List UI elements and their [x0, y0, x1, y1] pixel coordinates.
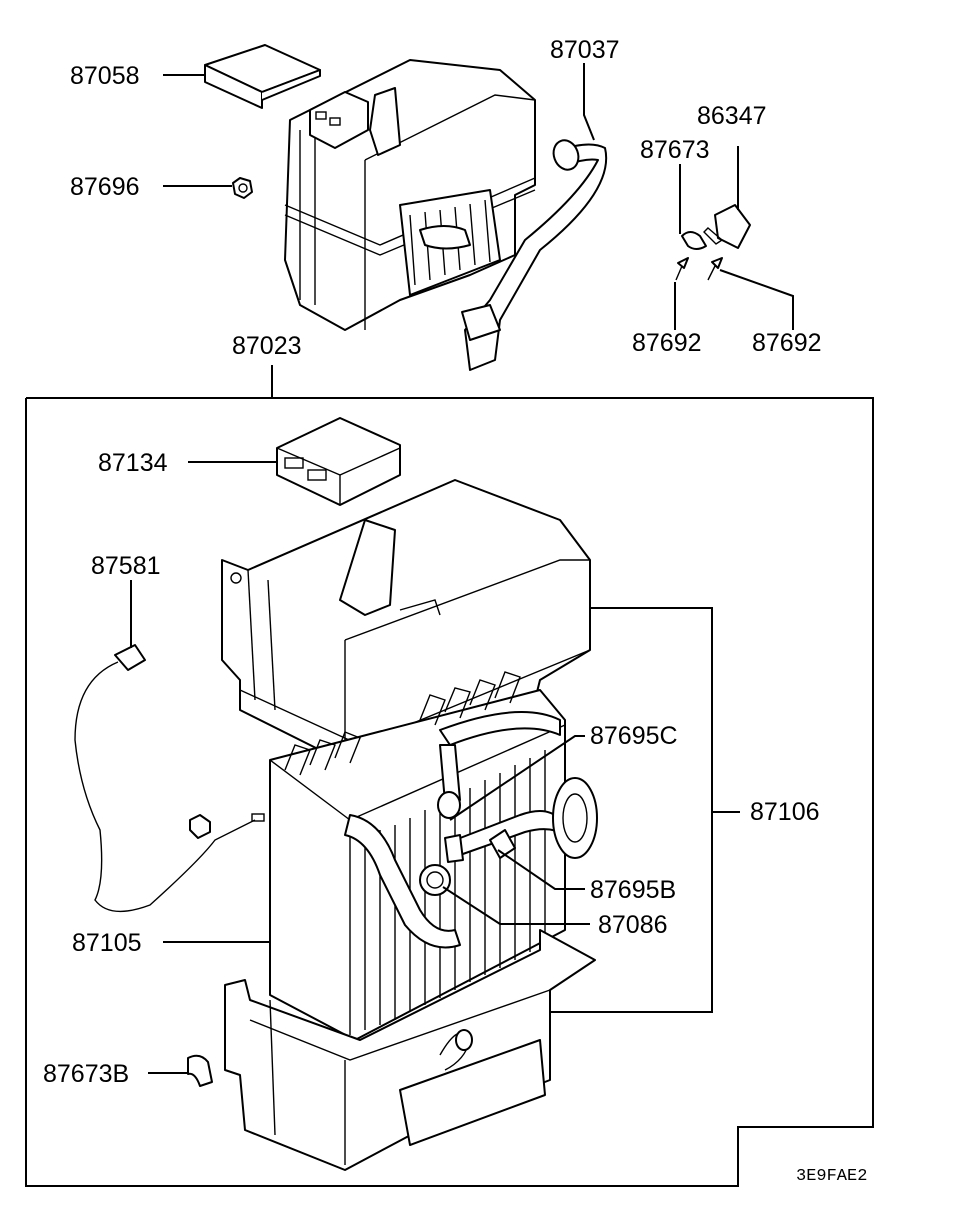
label-87695b: 87695B — [590, 876, 676, 904]
label-87106: 87106 — [750, 798, 820, 826]
label-87695c: 87695C — [590, 722, 678, 750]
label-87086: 87086 — [598, 911, 668, 939]
label-87696: 87696 — [70, 173, 140, 201]
label-87692-left: 87692 — [632, 329, 702, 357]
part-87673-clip — [681, 231, 707, 250]
label-87023: 87023 — [232, 332, 302, 360]
diagram-code: 3E9FAE2 — [796, 1167, 867, 1186]
label-87134: 87134 — [98, 449, 168, 477]
label-87692-right: 87692 — [752, 329, 822, 357]
label-87037: 87037 — [550, 36, 620, 64]
assembly-frame — [25, 397, 874, 1187]
part-86347-relay — [703, 204, 751, 249]
part-87086-valve — [419, 864, 451, 896]
label-87581: 87581 — [91, 552, 161, 580]
part-87696-nut — [232, 177, 253, 199]
lower-drain-pan — [224, 929, 596, 1171]
label-87673b: 87673B — [43, 1060, 129, 1088]
part-87692-screw-left — [675, 257, 689, 281]
label-86347: 86347 — [697, 102, 767, 130]
top-unit-assembly — [284, 59, 608, 371]
part-87581-sensor — [74, 644, 265, 913]
part-87058-filter — [204, 44, 321, 109]
label-87058: 87058 — [70, 62, 140, 90]
part-87105-evaporator — [269, 671, 566, 1041]
part-87134-block — [276, 417, 401, 506]
label-87673: 87673 — [640, 136, 710, 164]
part-87673b-clip — [187, 1054, 213, 1087]
part-87692-screw-right — [707, 257, 723, 281]
label-87105: 87105 — [72, 929, 142, 957]
pipe-assembly — [344, 711, 598, 949]
